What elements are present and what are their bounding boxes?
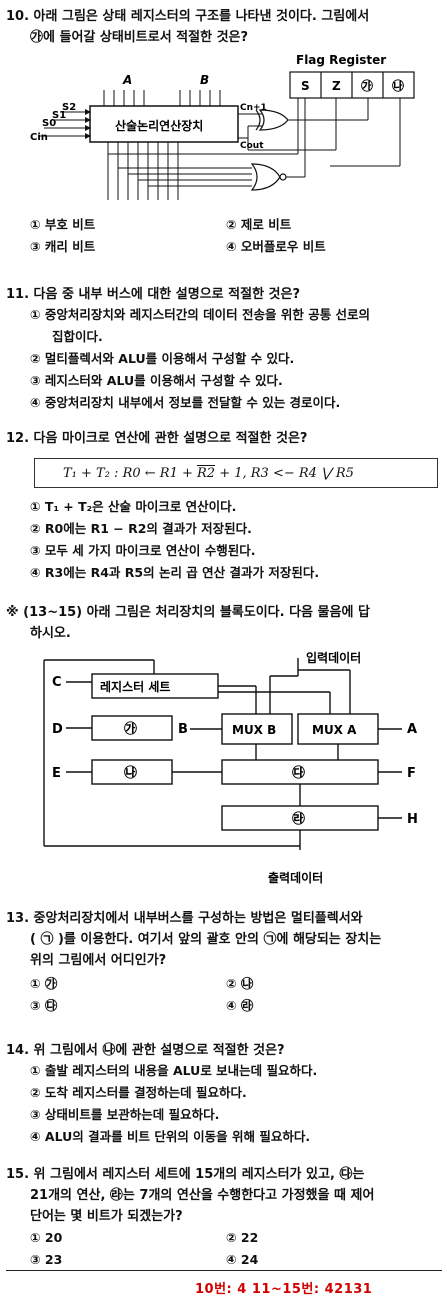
input-b-label: B: [200, 73, 209, 87]
flag-register-diagram: Flag Register S Z ㉮ ㉯ 산술논리연산장치 A B: [30, 53, 415, 200]
input-data-label: 입력데이터: [306, 650, 361, 665]
q12-formula-box: T₁ + T₂ : R0 ← R1 + R2 + 1, R3 <− R4 ⋁ R…: [34, 458, 438, 488]
cout-label: Cout: [240, 141, 264, 151]
line-h-label: H: [407, 812, 418, 827]
q15-option-1[interactable]: ① 20: [30, 1230, 63, 1245]
s2-label: S2: [62, 102, 76, 113]
q11-option-4[interactable]: ④ 중앙처리장치 내부에서 정보를 전달할 수 있는 경로이다.: [30, 395, 341, 410]
nor-gate: [250, 163, 281, 191]
q13-stem-line2: ( ㉠ )를 이용한다. 여기서 앞의 괄호 안의 ㉠에 해당되는 장치는: [30, 932, 382, 947]
mux-a-label: MUX A: [312, 723, 357, 737]
q15-option-3[interactable]: ③ 23: [30, 1252, 63, 1267]
q13-option-4[interactable]: ④ ㉱: [226, 998, 254, 1013]
answer-divider: [6, 1270, 442, 1271]
line-d-label: D: [52, 722, 63, 737]
q10-option-2[interactable]: ② 제로 비트: [226, 217, 292, 232]
processor-block-diagram: 입력데이터 레지스터 세트 MUX B MUX A ㉮ ㉯ ㉰ ㉱ C D E …: [43, 650, 418, 885]
q15-stem-line2: 21개의 연산, ㉱는 7개의 연산을 수행한다고 가정했을 때 제어: [30, 1188, 375, 1203]
flag-gb: ㉯: [392, 78, 404, 93]
q11-option-2[interactable]: ② 멀티플렉서와 ALU를 이용해서 구성할 수 있다.: [30, 351, 295, 366]
answer-key: 10번: 4 11~15번: 42131: [195, 1282, 373, 1297]
line-b-label: B: [178, 722, 188, 737]
q15-stem: 15. 위 그림에서 레지스터 세트에 15개의 레지스터가 있고, ㉰는 21…: [6, 1164, 442, 1227]
mux-b-label: MUX B: [232, 723, 276, 737]
q12-option-1[interactable]: ① T₁ + T₂은 산술 마이크로 연산이다.: [30, 499, 237, 514]
line-a-label: A: [407, 722, 417, 737]
group-instruction: ※ (13~15) 아래 그림은 처리장치의 블록도이다. 다음 물음에 답 하…: [6, 602, 442, 644]
line-e-label: E: [52, 766, 61, 781]
flag-s: S: [301, 79, 310, 93]
group-instruction-line2: 하시오.: [30, 626, 71, 641]
q12-option-2[interactable]: ② R0에는 R1 − R2의 결과가 저장된다.: [30, 521, 252, 536]
q14-option-3[interactable]: ③ 상태비트를 보관하는데 필요하다.: [30, 1107, 220, 1122]
flag-z: Z: [332, 79, 341, 93]
s1-label: S1: [52, 110, 66, 121]
cn1-label: Cn+1: [240, 103, 267, 113]
q15-option-4[interactable]: ④ 24: [226, 1252, 259, 1267]
q12-formula-overline: R2: [197, 466, 216, 481]
q12-formula-a: T₁ + T₂ : R0 ← R1 +: [63, 466, 197, 481]
flag-register-title: Flag Register: [296, 53, 386, 67]
q11-option-1-cont: 집합이다.: [52, 329, 103, 344]
q10-stem-line2: ㉮에 들어갈 상태비트로서 적절한 것은?: [30, 30, 249, 45]
flag-ga: ㉮: [361, 78, 373, 93]
box-gb-label: ㉯: [124, 765, 137, 781]
q12-formula-b: + 1, R3 <− R4 ⋁ R5: [215, 466, 354, 481]
q13-option-3[interactable]: ③ ㉰: [30, 998, 58, 1013]
q10-stem-line1: 10. 아래 그림은 상태 레지스터의 구조를 나타낸 것이다. 그림에서: [6, 9, 370, 24]
q12-stem: 12. 다음 마이크로 연산에 관한 설명으로 적절한 것은?: [6, 431, 308, 446]
q11-option-1[interactable]: ① 중앙처리장치와 레지스터간의 데이터 전송을 위한 공통 선로의: [30, 307, 371, 322]
q10-option-4[interactable]: ④ 오버플로우 비트: [226, 239, 326, 254]
q14-option-2[interactable]: ② 도착 레지스터를 결정하는데 필요하다.: [30, 1085, 247, 1100]
line-c-label: C: [52, 675, 62, 690]
q13-stem: 13. 중앙처리장치에서 내부버스를 구성하는 방법은 멀티플렉서와 ( ㉠ )…: [6, 908, 442, 971]
q13-option-1[interactable]: ① ㉮: [30, 976, 58, 991]
xor-gate: [258, 109, 289, 131]
regset-label: 레지스터 세트: [100, 679, 170, 694]
q12-option-3[interactable]: ③ 모두 세 가지 마이크로 연산이 수행된다.: [30, 543, 256, 558]
q15-stem-line3: 단어는 몇 비트가 되겠는가?: [30, 1209, 183, 1224]
q14-stem: 14. 위 그림에서 ㉯에 관한 설명으로 적절한 것은?: [6, 1043, 285, 1058]
q13-stem-line3: 위의 그림에서 어디인가?: [30, 953, 167, 968]
alu-box: [89, 105, 239, 143]
s0-label: S0: [42, 118, 56, 129]
cin-label: Cin: [30, 132, 48, 143]
group-instruction-line1: ※ (13~15) 아래 그림은 처리장치의 블록도이다. 다음 물음에 답: [6, 605, 370, 620]
box-ga-label: ㉮: [124, 721, 137, 737]
input-a-label: A: [122, 73, 132, 87]
q15-option-2[interactable]: ② 22: [226, 1230, 259, 1245]
q13-stem-line1: 13. 중앙처리장치에서 내부버스를 구성하는 방법은 멀티플렉서와: [6, 911, 363, 926]
output-data-label: 출력데이터: [268, 870, 323, 885]
line-f-label: F: [407, 766, 416, 781]
q14-option-4[interactable]: ④ ALU의 결과를 비트 단위의 이동을 위해 필요하다.: [30, 1129, 311, 1144]
q15-stem-line1: 15. 위 그림에서 레지스터 세트에 15개의 레지스터가 있고, ㉰는: [6, 1167, 365, 1182]
q13-option-2[interactable]: ② ㉯: [226, 976, 254, 991]
box-gc-label: ㉰: [292, 765, 305, 781]
q12-option-4[interactable]: ④ R3에는 R4과 R5의 논리 곱 연산 결과가 저장된다.: [30, 565, 320, 580]
q14-option-1[interactable]: ① 출발 레지스터의 내용을 ALU로 보내는데 필요하다.: [30, 1063, 318, 1078]
flag-cells: [289, 71, 415, 99]
box-gd-label: ㉱: [292, 811, 305, 827]
alu-label: 산술논리연산장치: [115, 118, 203, 133]
q11-stem: 11. 다음 중 내부 버스에 대한 설명으로 적절한 것은?: [6, 287, 301, 302]
q10-option-1[interactable]: ① 부호 비트: [30, 217, 96, 232]
q10-stem: 10. 아래 그림은 상태 레지스터의 구조를 나타낸 것이다. 그림에서 ㉮에…: [6, 6, 442, 48]
q11-option-3[interactable]: ③ 레지스터와 ALU를 이용해서 구성할 수 있다.: [30, 373, 283, 388]
q10-option-3[interactable]: ③ 캐리 비트: [30, 239, 96, 254]
